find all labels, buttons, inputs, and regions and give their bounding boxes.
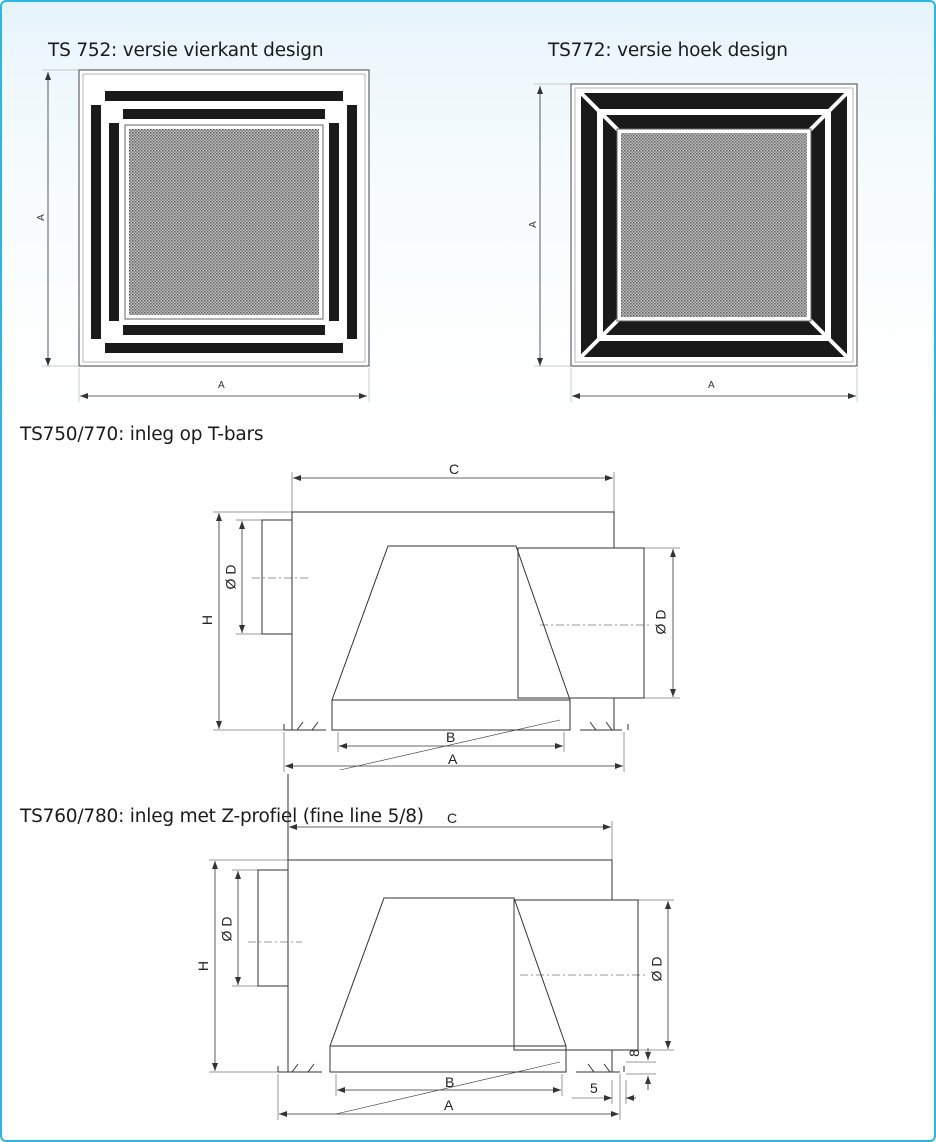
ts760-dim-5: 5	[590, 1080, 598, 1096]
slot-bottom-inner	[123, 325, 325, 335]
ts760-dim-b: B	[445, 1074, 455, 1090]
slot-left-inner	[109, 123, 119, 321]
perforated-panel-corner	[621, 133, 807, 317]
ts752-dim-a-vertical: A	[35, 214, 47, 221]
slot-top-outer	[105, 91, 343, 101]
ts750-dim-c: C	[449, 461, 460, 477]
slot-right-inner	[329, 123, 339, 321]
ts750-dim-a: A	[448, 751, 458, 767]
ts752-title: TS 752: versie vierkant design	[48, 40, 324, 61]
ts750-section-view	[252, 511, 650, 771]
ts760-section-view	[248, 774, 648, 1115]
ts760-dim-d-right: Ø D	[648, 956, 665, 982]
perforated-panel	[129, 129, 319, 315]
ts760-title: TS760/780: inleg met Z-profiel (fine lin…	[20, 806, 424, 827]
ts750-dim-d-left: Ø D	[222, 564, 239, 590]
ts760-dim-h: H	[195, 960, 212, 972]
ts750-dim-d-right: Ø D	[652, 609, 669, 635]
ts772-title: TS772: versie hoek design	[548, 40, 788, 61]
ts750-dim-b: B	[446, 729, 456, 745]
slot-top-inner	[123, 109, 325, 119]
slot-bottom-outer	[105, 343, 343, 353]
ts772-dim-a-horizontal: A	[708, 380, 715, 391]
ts760-dim-d-left: Ø D	[218, 916, 235, 942]
ts760-dim-8: 8	[625, 1049, 642, 1057]
slot-right-outer	[347, 105, 357, 339]
ts760-dim-c: C	[447, 810, 458, 826]
slot-left-outer	[91, 105, 101, 339]
ts760-dimensions	[209, 821, 674, 1120]
ts760-dim-a: A	[444, 1097, 454, 1113]
ts772-plan-view	[534, 83, 858, 402]
ts750-dimensions	[213, 472, 680, 772]
ts772-dim-a-vertical: A	[527, 221, 539, 228]
ts750-dim-h: H	[199, 614, 216, 626]
ts752-dim-a-horizontal: A	[218, 380, 225, 391]
ts752-plan-view	[42, 69, 370, 402]
ts750-title: TS750/770: inleg op T-bars	[20, 424, 264, 445]
